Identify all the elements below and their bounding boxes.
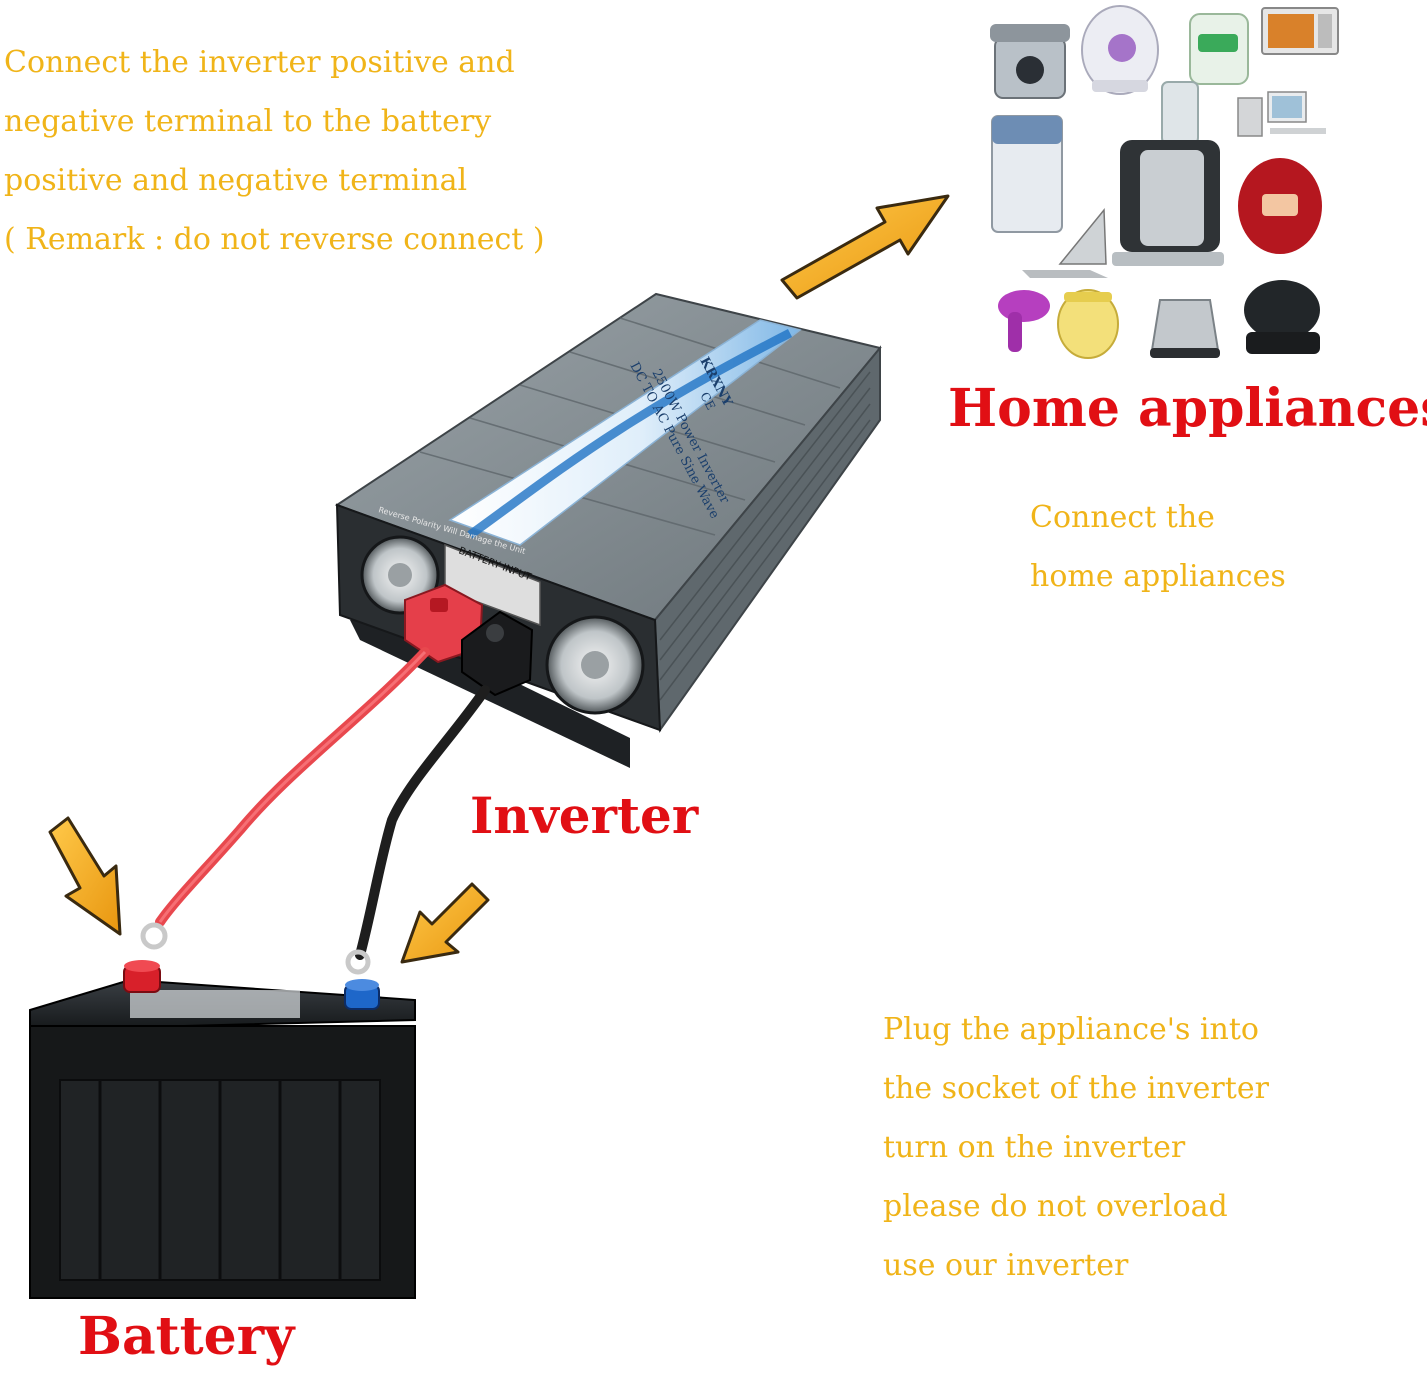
positive-battery-post: [123, 960, 161, 993]
right-fan: [545, 615, 645, 715]
black-kettle-icon: [1244, 280, 1320, 354]
instruction-line: ( Remark : do not reverse connect ): [4, 222, 545, 257]
instruction-line: Connect the: [1030, 500, 1215, 535]
inverter-label: Inverter: [470, 786, 699, 845]
washing-machine-icon: [991, 115, 1063, 233]
slow-cooker-icon: [1189, 13, 1249, 85]
negative-cable: [355, 685, 490, 960]
pressure-cooker-icon: [990, 24, 1070, 99]
arrow-to-positive-terminal: [48, 816, 122, 936]
battery-connection-instructions: Connect the inverter positive and negati…: [4, 33, 545, 269]
instruction-line: Plug the appliance's into: [883, 1012, 1259, 1047]
rice-cooker-icon: [1081, 5, 1159, 95]
arrow-to-appliances: [780, 194, 950, 300]
instruction-line: turn on the inverter: [883, 1130, 1186, 1165]
desktop-computer-icon: [1237, 91, 1326, 137]
juicer-icon: [1112, 81, 1224, 266]
steel-kettle-icon: [1150, 299, 1220, 358]
negative-ring-lug: [345, 949, 371, 975]
arrow-to-negative-terminal: [400, 882, 490, 964]
battery-label: Battery: [78, 1306, 295, 1367]
appliances-collage: [990, 5, 1339, 359]
instruction-line: the socket of the inverter: [883, 1071, 1269, 1106]
home-appliances-label: Home appliances: [948, 378, 1427, 439]
battery-ribs: [98, 1080, 342, 1280]
microwave-icon: [1261, 7, 1339, 55]
instruction-line: negative terminal to the battery: [4, 104, 492, 139]
negative-terminal-cover: [461, 610, 534, 697]
negative-battery-post: [344, 979, 380, 1010]
laptop-icon: [1022, 207, 1108, 278]
instruction-line: positive and negative terminal: [4, 163, 468, 198]
appliance-connection-instructions: Connect the home appliances: [1030, 488, 1286, 606]
instruction-line: Connect the inverter positive and: [4, 45, 515, 80]
instruction-line: use our inverter: [883, 1248, 1129, 1283]
red-rice-cooker-icon: [1238, 158, 1322, 254]
instruction-line: please do not overload: [883, 1189, 1228, 1224]
hair-dryer-icon: [998, 290, 1050, 352]
usage-instructions: Plug the appliance's into the socket of …: [883, 1000, 1269, 1295]
instruction-line: home appliances: [1030, 559, 1286, 594]
positive-ring-lug: [140, 922, 168, 950]
yellow-kettle-icon: [1057, 289, 1119, 359]
car-battery: [29, 960, 416, 1299]
side-ribs: [659, 371, 871, 701]
inverter-unit: KRXNY CE 2500W Power Inverter DC TO AC P…: [334, 292, 882, 768]
